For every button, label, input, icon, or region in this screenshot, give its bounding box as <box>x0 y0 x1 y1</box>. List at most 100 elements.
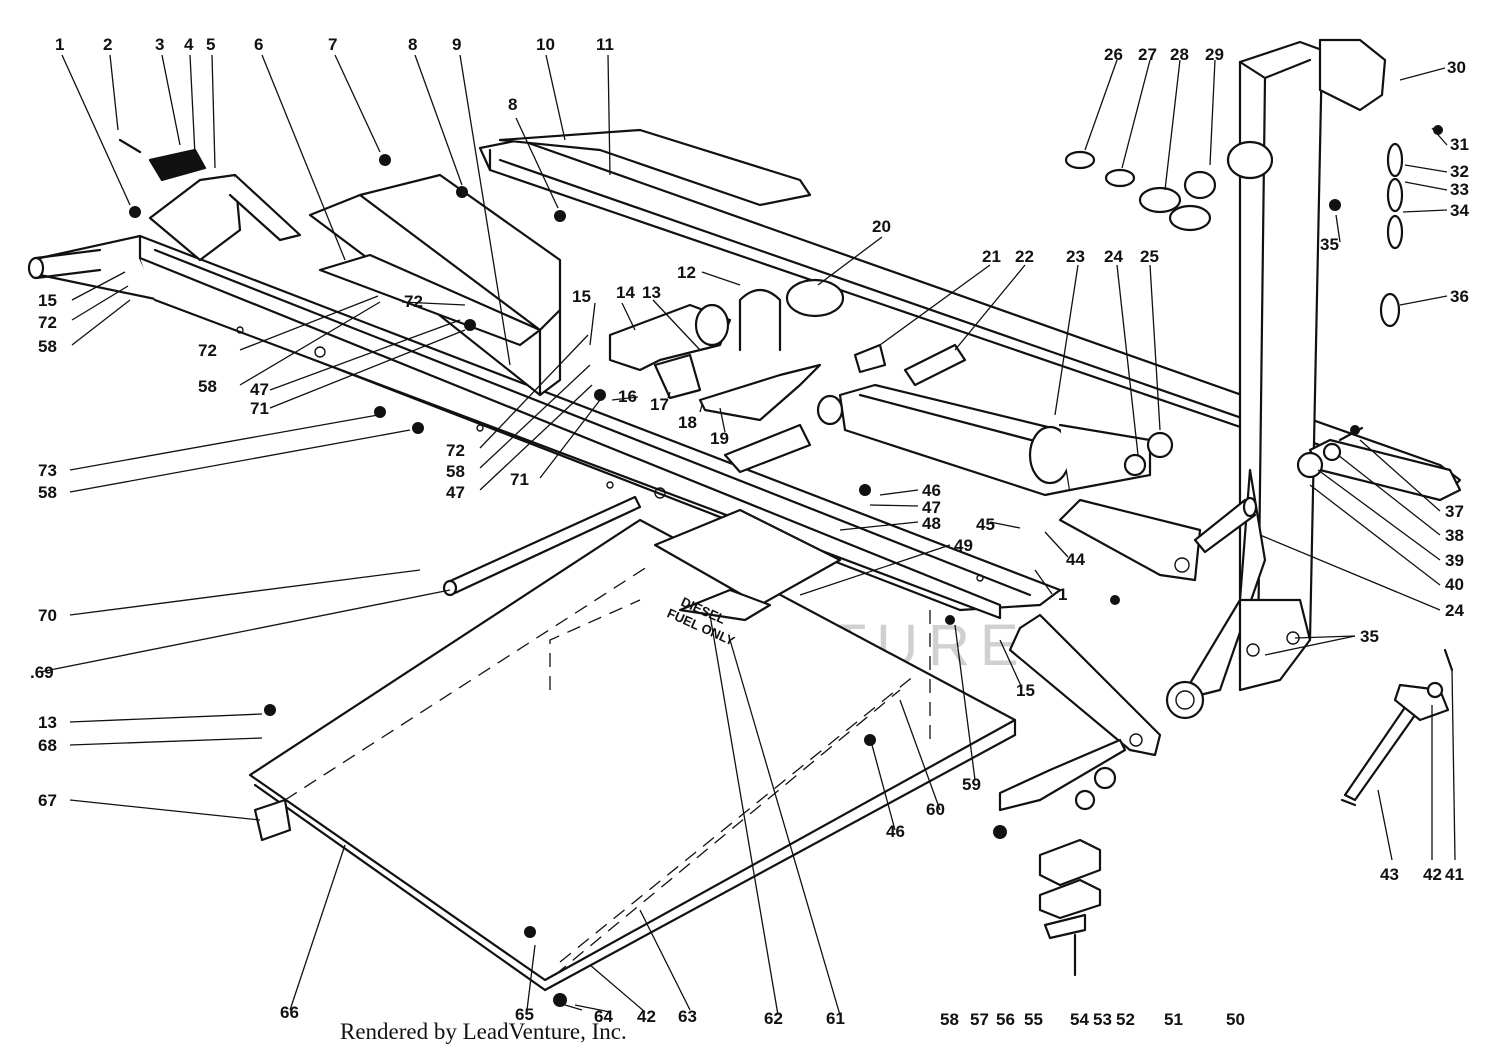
part-label: 38 <box>1445 526 1464 545</box>
part-label: 67 <box>38 791 57 810</box>
part-label: 41 <box>1445 865 1464 884</box>
part-label: 58 <box>38 483 57 502</box>
part-label: 36 <box>1450 287 1469 306</box>
part-label: 48 <box>922 514 941 533</box>
part-label: 34 <box>1450 201 1469 220</box>
part-label: 33 <box>1450 180 1469 199</box>
leader-lines <box>39 54 1456 1016</box>
part-label: 14 <box>616 283 635 302</box>
part-label: 47 <box>446 483 465 502</box>
battery-tray <box>308 173 562 397</box>
part-label: 42 <box>1423 865 1442 884</box>
part-label: 72 <box>404 292 423 311</box>
part-label: 72 <box>446 441 465 460</box>
part-label: 13 <box>38 713 57 732</box>
part-label: 24 <box>1445 601 1464 620</box>
part-label: 23 <box>1066 247 1085 266</box>
part-label: 71 <box>250 399 269 418</box>
part-label: 20 <box>872 217 891 236</box>
part-label: 55 <box>1024 1010 1043 1029</box>
part-label: 32 <box>1450 162 1469 181</box>
part-label: 8 <box>408 35 417 54</box>
part-label: 52 <box>1116 1010 1135 1029</box>
part-label: 11 <box>596 35 614 54</box>
part-label: 24 <box>1104 247 1123 266</box>
part-label: 53 <box>1093 1010 1112 1029</box>
part-label: 30 <box>1447 58 1466 77</box>
part-label: 15 <box>572 287 591 306</box>
part-label: 56 <box>996 1010 1015 1029</box>
part-label: 22 <box>1015 247 1034 266</box>
part-label: 13 <box>642 283 661 302</box>
lift-pin <box>1340 648 1454 807</box>
lift-arm <box>1058 496 1258 582</box>
part-label: 16 <box>618 387 637 406</box>
part-label: 1 <box>1058 585 1067 604</box>
part-label: 6 <box>254 35 263 54</box>
part-label: 62 <box>764 1009 783 1028</box>
part-label: 47 <box>250 380 269 399</box>
part-label: 1 <box>55 35 64 54</box>
hydraulic-cylinder <box>816 383 1174 497</box>
part-label: 61 <box>826 1009 845 1028</box>
part-label: 9 <box>452 35 461 54</box>
rendered-by-credit: Rendered by LeadVenture, Inc. <box>340 1019 627 1044</box>
part-label: 10 <box>536 35 555 54</box>
part-label: 49 <box>954 536 973 555</box>
part-label: 65 <box>515 1005 534 1024</box>
part-label: 18 <box>678 413 697 432</box>
part-label: 35 <box>1360 627 1379 646</box>
clamp-blocks <box>1038 838 1102 977</box>
part-label: 39 <box>1445 551 1464 570</box>
part-label: 40 <box>1445 575 1464 594</box>
small-parts <box>129 125 1443 1007</box>
hitch-tower <box>1165 38 1387 720</box>
part-labels: 1 2 3 4 5 6 7 8 9 8 10 11 12 13 14 15 16… <box>30 35 1469 1029</box>
part-label: 63 <box>678 1007 697 1026</box>
part-label: .69 <box>30 663 54 682</box>
part-label: 58 <box>940 1010 959 1029</box>
part-label: 35 <box>1320 235 1339 254</box>
part-label: 58 <box>38 337 57 356</box>
part-label: 45 <box>976 515 995 534</box>
part-label: 50 <box>1226 1010 1245 1029</box>
part-label: 5 <box>206 35 215 54</box>
part-label: 26 <box>1104 45 1123 64</box>
part-label: 43 <box>1380 865 1399 884</box>
part-label: 8 <box>508 95 517 114</box>
lower-link <box>998 613 1162 812</box>
part-label: 47 <box>922 498 941 517</box>
part-label: 44 <box>1066 550 1085 569</box>
part-label: 7 <box>328 35 337 54</box>
part-label: 64 <box>594 1007 613 1026</box>
part-label: 46 <box>886 822 905 841</box>
part-label: 42 <box>637 1007 656 1026</box>
front-bracket <box>118 138 302 262</box>
part-label: 46 <box>922 481 941 500</box>
floor-plate <box>248 508 1017 992</box>
part-label: 15 <box>38 291 57 310</box>
part-label: 25 <box>1140 247 1159 266</box>
part-label: 21 <box>982 247 1001 266</box>
part-label: 37 <box>1445 502 1464 521</box>
part-label: 72 <box>198 341 217 360</box>
part-label: 73 <box>38 461 57 480</box>
part-label: 58 <box>198 377 217 396</box>
rear-frame-rail <box>478 128 1462 502</box>
part-label: 71 <box>510 470 529 489</box>
part-label: 19 <box>710 429 729 448</box>
part-label: 58 <box>446 462 465 481</box>
part-label: 70 <box>38 606 57 625</box>
part-label: 60 <box>926 800 945 819</box>
support-rod <box>442 495 642 597</box>
part-label: 54 <box>1070 1010 1089 1029</box>
part-label: 57 <box>970 1010 989 1029</box>
rocker-arm <box>1296 426 1462 502</box>
part-label: 17 <box>650 395 669 414</box>
part-label: 51 <box>1164 1010 1183 1029</box>
part-label: 12 <box>677 263 696 282</box>
part-label: 72 <box>38 313 57 332</box>
part-label: 28 <box>1170 45 1189 64</box>
